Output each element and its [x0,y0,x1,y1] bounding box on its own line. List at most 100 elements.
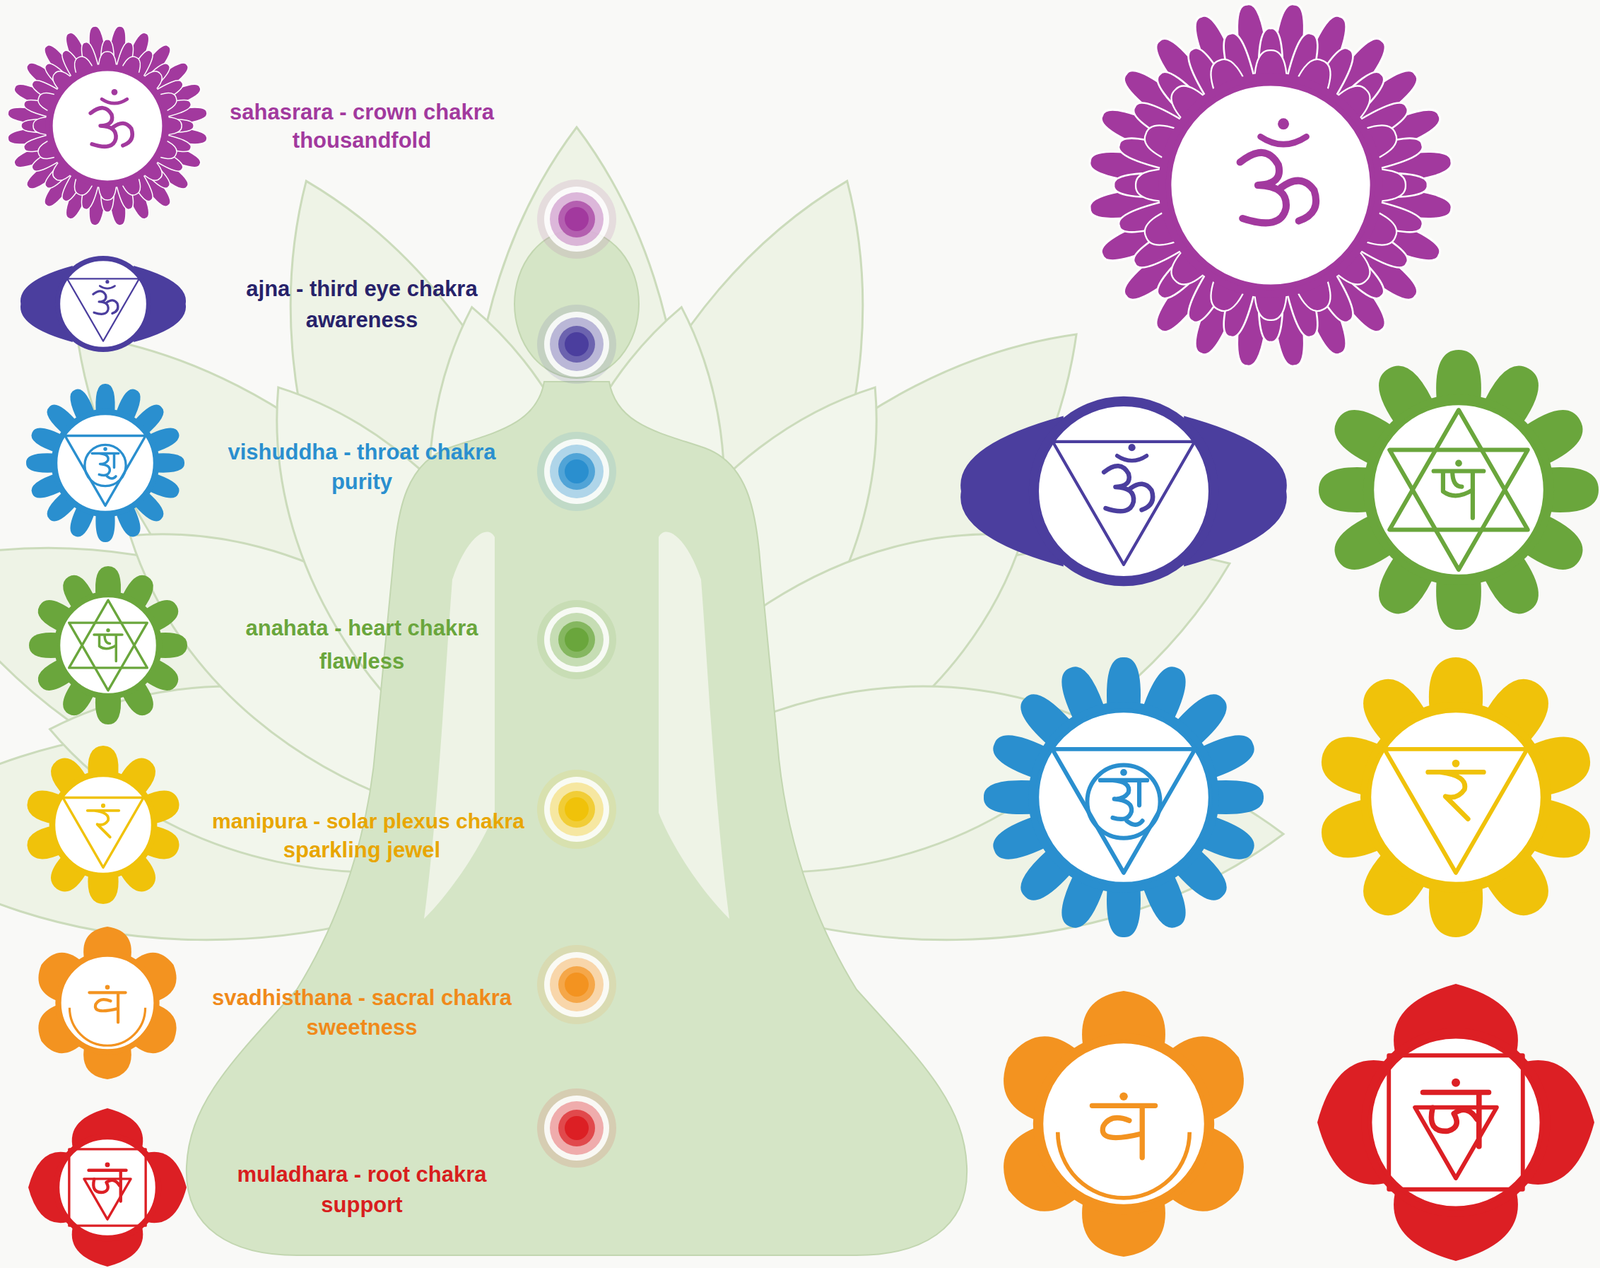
chakra-meaning: purity [331,469,393,495]
bindu-dot [105,984,111,990]
symbol-ring [53,1133,162,1242]
solar-chakra-symbol [26,745,179,904]
chakra-glow [549,444,604,499]
bija-glyph [1423,1091,1490,1147]
symbol-ring [49,771,158,880]
bija-glyph [1433,470,1485,518]
chakra-glow [544,186,610,252]
symbol-disk [1371,402,1546,577]
bija-glyph [88,1170,126,1202]
chakra-glow [537,600,617,680]
bindu-dot [105,1161,111,1167]
inverted-triangle [65,435,146,506]
triangle-up [69,600,148,668]
om-dot [1277,118,1290,130]
bindu-dot [1451,1078,1461,1087]
chakra-glow [544,1095,610,1161]
chakra-glow [544,607,610,673]
chakra-glow [549,782,604,837]
heart-chakra-symbol [1318,349,1599,630]
symbol-disk [1368,710,1543,885]
chakra-glow [537,769,617,849]
om-dot [1127,443,1135,451]
chakra-glow [537,431,617,511]
symbol-ring [55,950,160,1055]
chakra-glow [537,304,617,384]
chakra-glow [549,317,604,372]
bija-glyph [91,453,119,479]
arm-gap [658,532,730,920]
ajna-chakra-symbol [20,255,186,352]
chakra-glow [537,944,617,1025]
chakra-name: muladhara - root chakra [236,1161,487,1188]
symbol-ring [1158,72,1384,298]
chakra-dot [564,1115,589,1140]
bindu-dot [106,628,110,632]
chakra-dot [564,972,589,997]
bindu-dot [1120,768,1128,776]
chakra-dots [537,179,617,1168]
inverted-triangle [67,278,140,341]
bija-glyph [90,108,133,147]
chakra-name: sahasrara - crown chakra [229,99,494,126]
meditating-silhouette [186,381,967,1256]
chakra-glow [537,179,617,259]
symbol-ring [1033,1033,1215,1215]
chakra-glow [544,951,610,1017]
chakra-glow [549,957,604,1012]
bindu-dot [103,446,107,451]
symbol-ring [1360,701,1552,893]
chakra-glow [558,453,596,490]
chakra-glow [558,790,596,828]
crescent-moon [69,1007,145,1046]
chakra-meaning: awareness [306,307,419,333]
bija-glyph [89,992,126,1022]
throat-chakra-symbol [26,383,185,543]
symbol-disk [60,955,155,1051]
inner-circle [1086,765,1160,839]
chakra-meaning: thousandfold [292,127,432,154]
symbol-ring [1361,1027,1550,1217]
symbol-ring [45,64,170,188]
chakra-meaning: sparkling jewel [283,837,441,863]
ajna-chakra-symbol [960,396,1287,587]
symbol-disk [1036,710,1211,885]
bindu-dot [101,803,106,808]
chakra-glow [537,1088,617,1168]
chakra-dot [564,459,589,484]
bindu-dot [1455,460,1463,468]
symbol-disk [1037,404,1210,578]
crown-chakra-symbol [7,26,208,226]
bija-glyph [1240,152,1316,224]
om-dot [111,89,119,96]
symbol-ring [55,255,152,352]
heart-chakra-symbol [28,566,188,725]
symbol-disk [1369,1036,1542,1208]
chakra-meaning: support [320,1192,403,1218]
bija-glyph [1100,780,1147,825]
triangle-up [1389,409,1528,530]
chakra-glow [558,1109,596,1147]
symbol-disk [56,414,155,513]
chakra-glow [544,776,610,842]
chakra-glow [558,325,596,363]
om-crescent [101,98,128,104]
chakra-symbols [7,4,1599,1267]
crescent-moon [1057,1132,1190,1198]
symbol-disk [54,775,153,875]
chakra-glow [558,621,596,658]
chakra-name: manipura - solar plexus chakra [212,809,525,834]
bija-glyph [1428,771,1485,819]
inverted-triangle [62,797,144,868]
chakra-meaning: sweetness [306,1014,418,1041]
inverted-triangle [1053,441,1196,565]
symbol-disk [50,69,164,182]
crown-chakra-symbol [1089,4,1452,367]
chakra-glow [549,612,604,667]
symbol-disk [59,596,158,695]
chakra-glow [544,311,610,377]
triangle-down [69,622,148,691]
root-chakra-symbol [28,1108,187,1267]
symbol-disk [1168,83,1374,288]
sacral-chakra-symbol [38,926,176,1080]
